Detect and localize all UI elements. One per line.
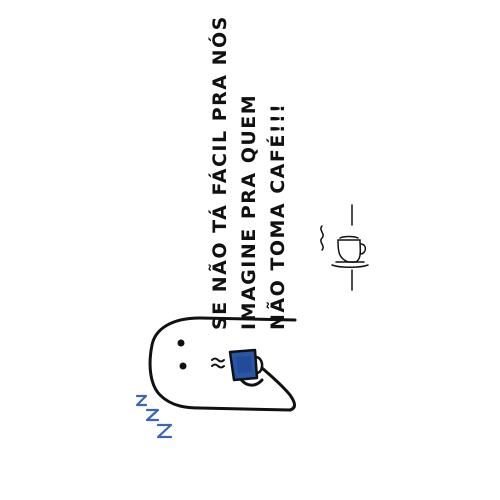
message-line-2: IMAGINE PRA QUEM	[238, 93, 260, 330]
teacup-icon	[331, 204, 369, 291]
character-body	[148, 316, 297, 412]
steam-icon	[320, 225, 324, 251]
character-eye-left	[177, 339, 185, 347]
message-block: SE NÃO TÁ FÁCIL PRA NÓS IMAGINE PRA QUEM…	[206, 15, 306, 330]
zzz-icon	[135, 394, 173, 439]
character-arm	[260, 366, 296, 412]
character-mouth	[211, 357, 225, 369]
coffee-cup	[228, 348, 264, 382]
message-line-3: NÃO TOMA CAFÉ!!!	[267, 102, 289, 330]
message-line-1: SE NÃO TÁ FÁCIL PRA NÓS	[209, 15, 231, 330]
character-eye-right	[179, 362, 187, 370]
